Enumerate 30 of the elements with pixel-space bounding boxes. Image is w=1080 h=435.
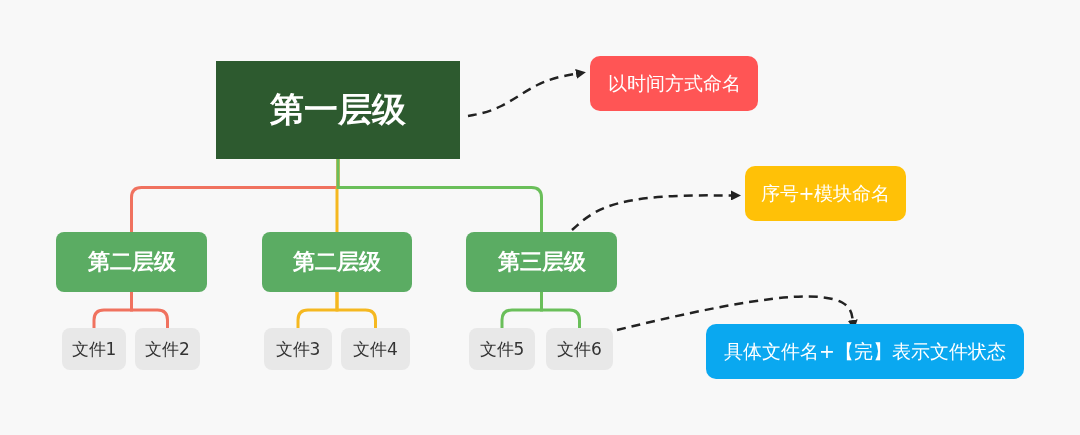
subtopic-box bbox=[56, 232, 207, 292]
file-box bbox=[135, 328, 200, 370]
file-box bbox=[469, 328, 535, 370]
arrow bbox=[467, 68, 586, 118]
note-box bbox=[706, 324, 1024, 379]
topic-label: 文件3 bbox=[275, 337, 321, 361]
note-box bbox=[590, 56, 758, 111]
topic-label: 文件4 bbox=[353, 337, 398, 361]
subtopic-box bbox=[466, 232, 617, 292]
subtopic-box bbox=[262, 232, 412, 292]
file-box bbox=[62, 328, 126, 370]
branch-line bbox=[336, 159, 543, 232]
topic-label: 第二层级 bbox=[87, 248, 176, 276]
arrow bbox=[616, 295, 858, 332]
topic-label: 第二层级 bbox=[293, 248, 381, 276]
topic-label: 以时间方式命名 bbox=[607, 70, 741, 96]
topic-label: 序号+模块命名 bbox=[760, 180, 891, 206]
topic-label: 文件2 bbox=[145, 337, 190, 361]
topic-label: 文件5 bbox=[479, 337, 525, 361]
file-box bbox=[546, 328, 613, 370]
topic-label: 文件6 bbox=[557, 337, 602, 361]
topic-label: 第三层级 bbox=[497, 248, 586, 276]
note-box bbox=[745, 166, 906, 221]
topic-label: 文件1 bbox=[71, 337, 117, 361]
topic-label: 第一层级 bbox=[270, 88, 406, 131]
file-box bbox=[264, 328, 332, 370]
arrow bbox=[571, 190, 741, 231]
file-box bbox=[341, 328, 410, 370]
root-topic-box bbox=[216, 61, 460, 159]
topic-label: 具体文件名+【完】表示文件状态 bbox=[724, 338, 1006, 364]
